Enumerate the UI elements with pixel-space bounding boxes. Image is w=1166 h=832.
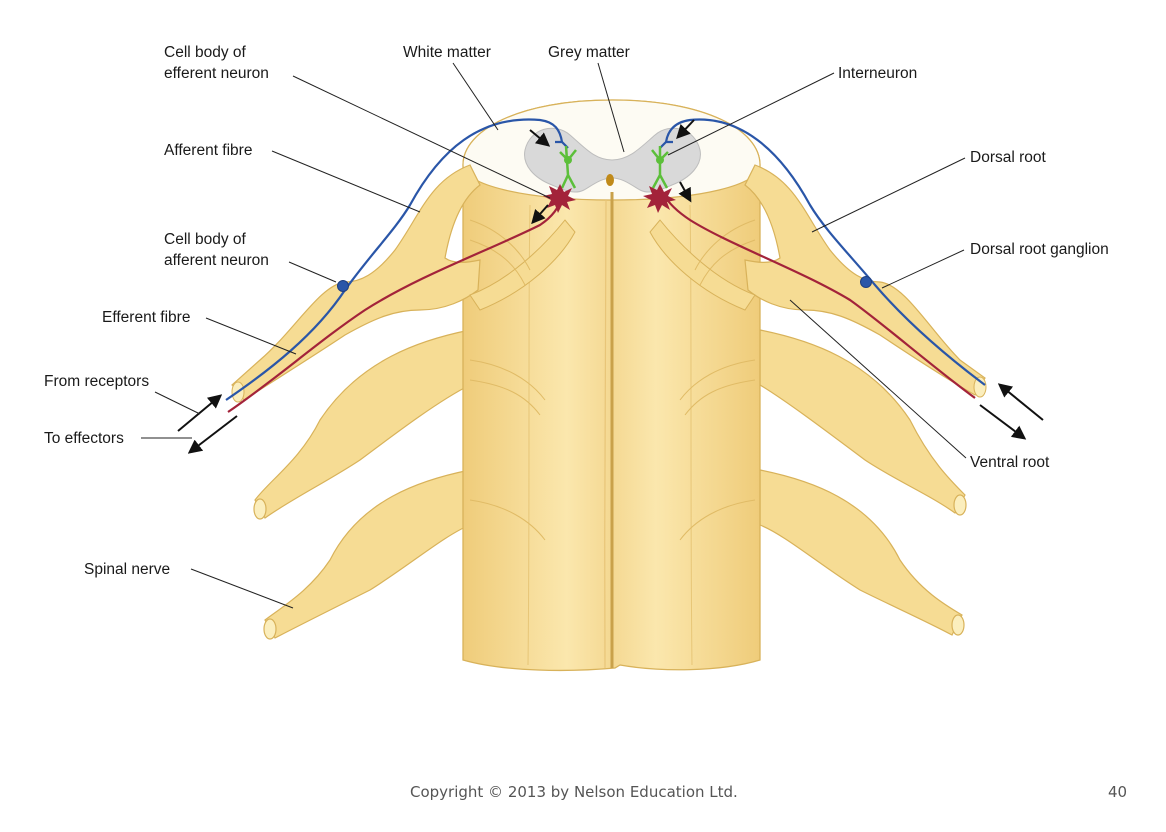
left-afferent-neuron	[225, 118, 564, 401]
right-efferent-neuron	[663, 194, 976, 399]
label-dorsal-root-ganglion: Dorsal root ganglion	[970, 241, 1109, 258]
spinal-cord	[462, 99, 761, 672]
right-afferent-cell-body	[860, 276, 872, 288]
label-from-receptors: From receptors	[44, 373, 149, 390]
left-afferent-cell-body	[337, 280, 349, 292]
label-dorsal-root: Dorsal root	[970, 149, 1046, 166]
central-canal	[606, 174, 614, 186]
lower-spinal-nerves	[253, 329, 967, 640]
left-efferent-cell-body	[543, 184, 576, 213]
signal-direction-arrows	[177, 119, 1044, 454]
label-cell-body-efferent: Cell body of efferent neuron	[164, 44, 269, 82]
diagram-labels: Cell body of efferent neuron White matte…	[44, 44, 1109, 578]
label-ventral-root: Ventral root	[970, 454, 1050, 471]
leader-lines	[141, 62, 967, 609]
copyright-notice: Copyright © 2013 by Nelson Education Ltd…	[410, 783, 738, 801]
label-efferent-fibre: Efferent fibre	[102, 309, 190, 326]
label-grey-matter: Grey matter	[548, 44, 630, 61]
right-afferent-neuron	[664, 118, 986, 386]
neuron-pathways	[225, 118, 986, 413]
label-to-effectors: To effectors	[44, 430, 124, 447]
page-number: 40	[1108, 783, 1128, 801]
label-afferent-fibre: Afferent fibre	[164, 142, 252, 159]
label-white-matter: White matter	[403, 44, 491, 61]
label-interneuron: Interneuron	[838, 65, 917, 82]
left-efferent-neuron	[227, 195, 564, 413]
label-spinal-nerve: Spinal nerve	[84, 561, 170, 578]
label-cell-body-afferent: Cell body of afferent neuron	[164, 231, 269, 269]
right-efferent-cell-body	[643, 184, 676, 213]
